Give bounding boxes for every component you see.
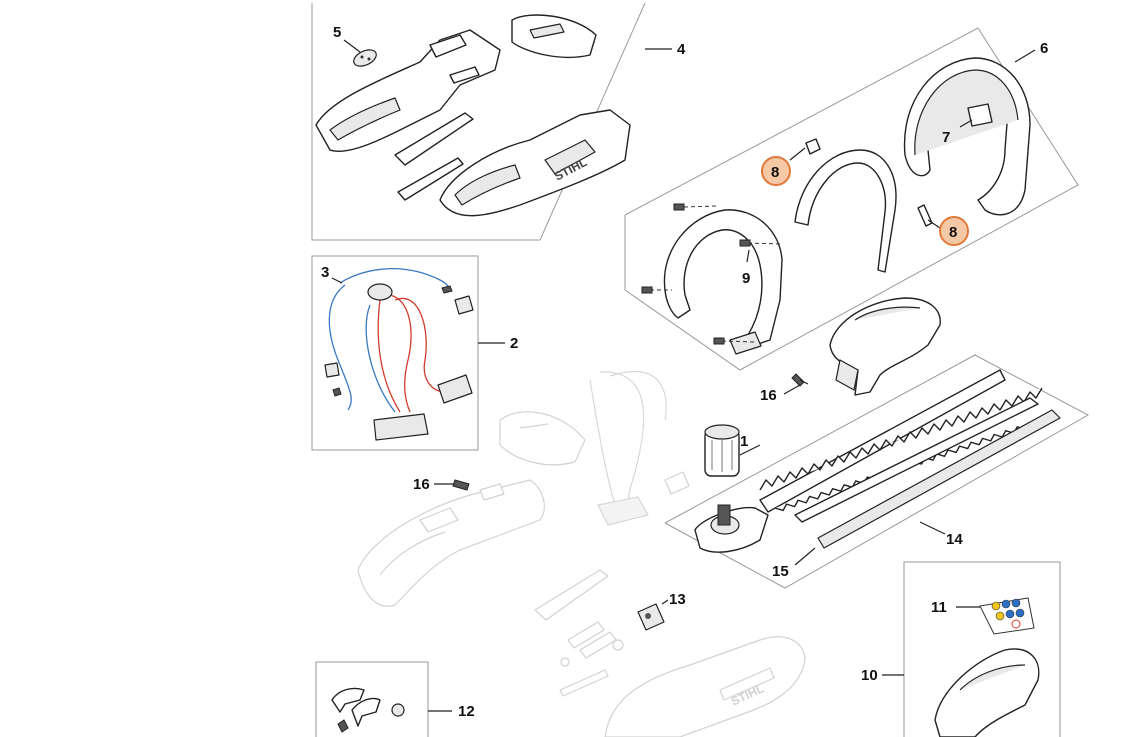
screw-16-upper bbox=[783, 373, 809, 395]
part-7-clip bbox=[967, 103, 993, 127]
blade-body bbox=[759, 369, 1006, 513]
label-part-16b: 16 bbox=[413, 476, 430, 493]
ghost-assembly: STIHL bbox=[357, 370, 806, 737]
grip-loop bbox=[663, 209, 783, 346]
highlight-marker-part-8b[interactable] bbox=[939, 216, 969, 246]
highlight-marker-part-8a[interactable] bbox=[761, 156, 791, 186]
label-part-11: 11 bbox=[931, 599, 947, 616]
label-part-8a: 8 bbox=[771, 164, 779, 181]
label-part-3: 3 bbox=[321, 264, 329, 281]
label-part-7: 7 bbox=[942, 129, 950, 146]
label-part-1: 1 bbox=[740, 433, 748, 450]
blade-guard-upper bbox=[794, 397, 1039, 523]
label-part-14: 14 bbox=[946, 531, 963, 548]
cutter-blade-group bbox=[664, 354, 1090, 589]
motor bbox=[704, 424, 761, 477]
trigger-kit-group bbox=[315, 661, 452, 737]
part-8-clip-a bbox=[805, 138, 821, 155]
part-5-plate bbox=[353, 49, 377, 67]
label-part-2: 2 bbox=[510, 335, 518, 352]
part-13-switch bbox=[637, 599, 669, 631]
grip-strip bbox=[394, 112, 474, 166]
label-part-10: 10 bbox=[861, 667, 878, 684]
housing-group: STIHL bbox=[311, 2, 672, 241]
label-part-16a: 16 bbox=[760, 387, 777, 404]
part-8-clip-b bbox=[917, 204, 933, 227]
rear-grip-kit-group bbox=[882, 561, 1061, 737]
label-part-12: 12 bbox=[458, 703, 475, 720]
label-part-8b: 8 bbox=[949, 224, 957, 241]
label-part-5: 5 bbox=[333, 24, 341, 41]
housing-cover bbox=[511, 14, 597, 58]
front-handle-group bbox=[624, 27, 1079, 371]
bow-handle bbox=[794, 149, 897, 273]
screw-16-lower bbox=[434, 479, 470, 491]
motor-connector bbox=[367, 283, 393, 301]
label-part-13: 13 bbox=[669, 591, 686, 608]
label-part-6: 6 bbox=[1040, 40, 1048, 57]
rear-grip-cover bbox=[829, 297, 941, 396]
blade-guard-lower bbox=[817, 409, 1061, 549]
switch-board bbox=[373, 413, 429, 441]
label-part-9: 9 bbox=[742, 270, 750, 287]
callout-labels: 1 2 3 4 5 6 7 8 8 9 10 11 12 13 14 15 16… bbox=[321, 24, 1048, 720]
label-part-15: 15 bbox=[772, 563, 789, 580]
label-part-4: 4 bbox=[677, 41, 686, 58]
wiring-harness-group bbox=[311, 255, 505, 451]
